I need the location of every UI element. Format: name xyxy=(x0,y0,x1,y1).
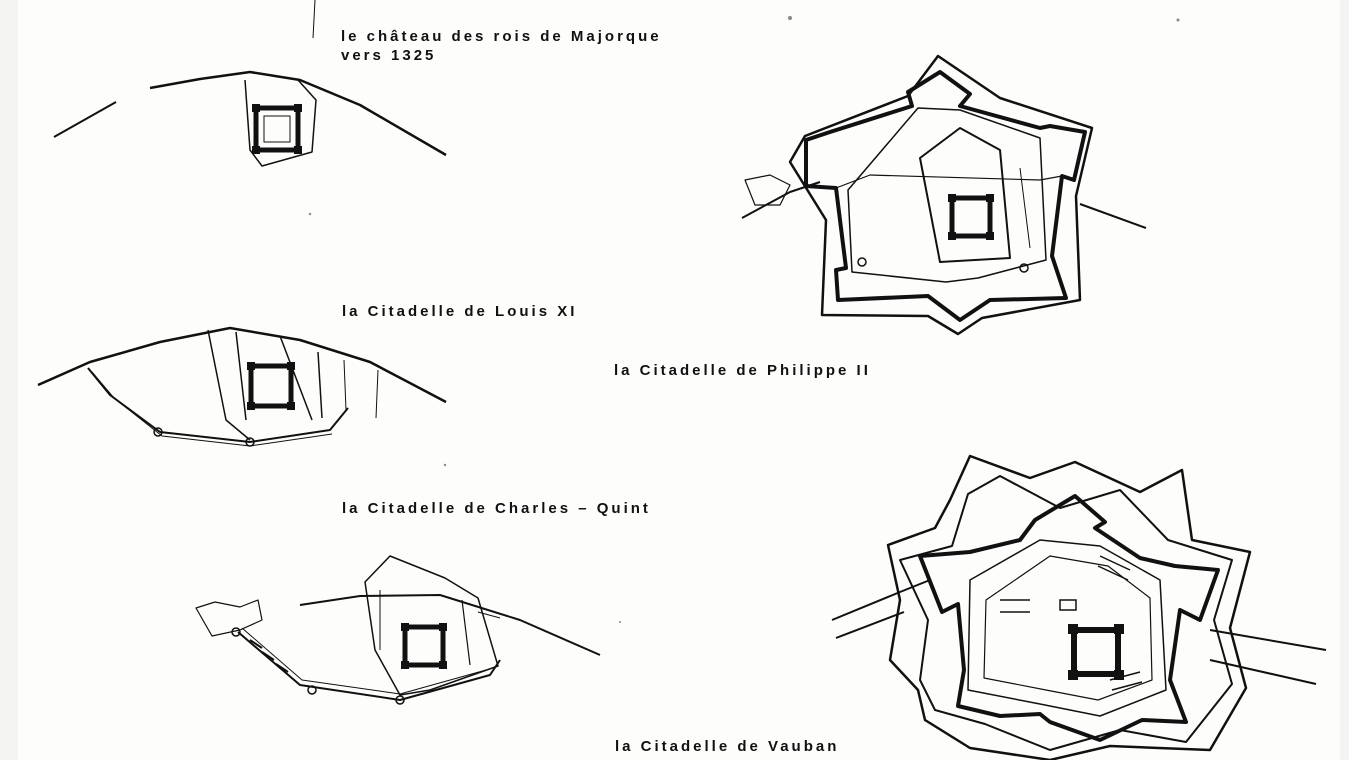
plan-majorque xyxy=(54,0,446,166)
caption-majorque-date: vers 1325 xyxy=(341,47,437,64)
plan-vauban xyxy=(832,456,1326,760)
plan-charles-quint xyxy=(196,556,600,704)
paper-specks xyxy=(308,16,1180,623)
plan-louis-xi xyxy=(38,328,446,446)
caption-louis-xi: la Citadelle de Louis XI xyxy=(342,303,578,320)
caption-charles-quint: la Citadelle de Charles – Quint xyxy=(342,500,651,517)
plan-philippe-ii xyxy=(742,56,1146,334)
caption-vauban: la Citadelle de Vauban xyxy=(615,738,840,755)
caption-philippe-ii: la Citadelle de Philippe II xyxy=(614,362,871,379)
caption-majorque-title: le château des rois de Majorque xyxy=(341,28,662,45)
